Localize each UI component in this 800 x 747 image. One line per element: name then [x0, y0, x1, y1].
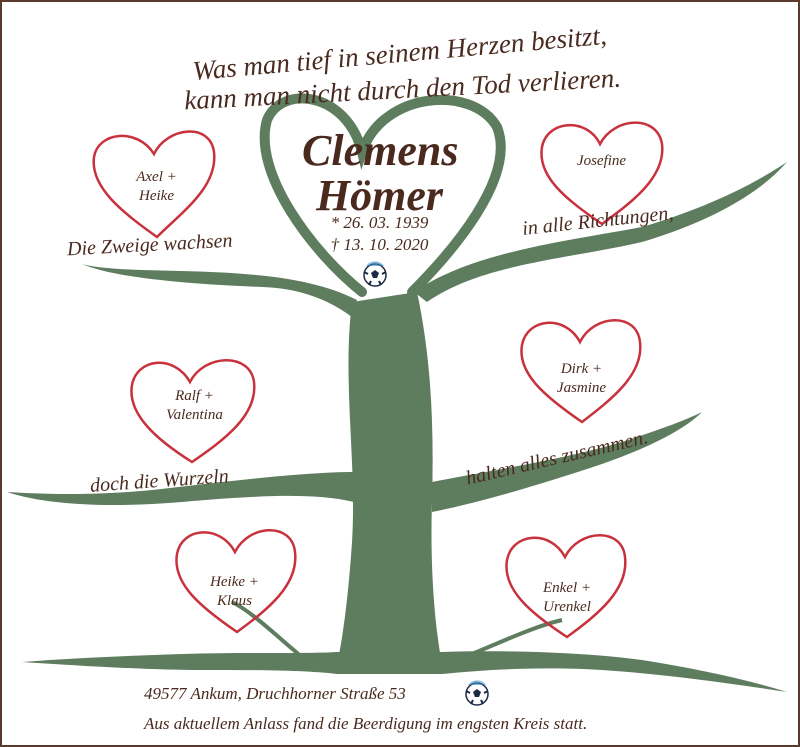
heart-label-2: Josefine: [554, 152, 649, 171]
heart-label-4-line-2: Jasmine: [556, 379, 607, 396]
heart-label-3-line-1: Ralf +: [175, 388, 214, 404]
heart-label-6-line-1: Enkel +: [542, 580, 592, 596]
address: 49577 Ankum, Druchhorner Straße 53: [144, 684, 406, 703]
branch-upper-left: [82, 264, 357, 317]
heart-outline-1: [92, 130, 216, 239]
branch-upper-right: [414, 162, 787, 302]
death-date: † 13. 10. 2020: [330, 235, 429, 254]
heart-label-1-line-2: Heike: [139, 187, 174, 204]
tree-roots: [22, 651, 787, 692]
heart-label-5-line-2: Klaus: [216, 592, 252, 609]
heart-label-3-line-2: Valentina: [166, 406, 223, 423]
deceased-last-name: Hömer: [315, 171, 444, 220]
heart-label-4: Dirk + Jasmine: [534, 360, 629, 398]
heart-label-6-line-2: Urenkel: [543, 598, 591, 615]
funeral-note: Aus aktuellem Anlass fand die Beerdigung…: [144, 714, 588, 733]
heart-label-1: Axel + Heike: [109, 168, 204, 206]
heart-label-5: Heike + Klaus: [187, 573, 282, 611]
heart-label-3: Ralf + Valentina: [142, 387, 247, 425]
birth-date: * 26. 03. 1939: [330, 213, 429, 232]
deceased-first-name: Clemens: [302, 126, 459, 175]
heart-label-6: Enkel + Urenkel: [517, 579, 617, 617]
heart-outline-4: [520, 319, 642, 424]
heart-outline-3: [130, 359, 256, 464]
branch-lower-left: [7, 472, 354, 505]
heart-crown: [259, 93, 506, 297]
tree-trunk: [337, 292, 442, 664]
heart-label-1-line-1: Axel +: [136, 169, 177, 185]
heart-outline-6: [505, 534, 627, 639]
heart-label-4-line-1: Dirk +: [560, 361, 603, 377]
soccer-ball-icon: [363, 261, 387, 287]
heart-label-2-line-1: Josefine: [576, 153, 627, 169]
heart-outline-5: [175, 529, 297, 634]
soccer-ball-icon: [465, 680, 489, 706]
heart-outline-2: [540, 121, 664, 226]
branch-lower-right: [432, 412, 702, 512]
heart-label-5-line-1: Heike +: [210, 574, 259, 590]
